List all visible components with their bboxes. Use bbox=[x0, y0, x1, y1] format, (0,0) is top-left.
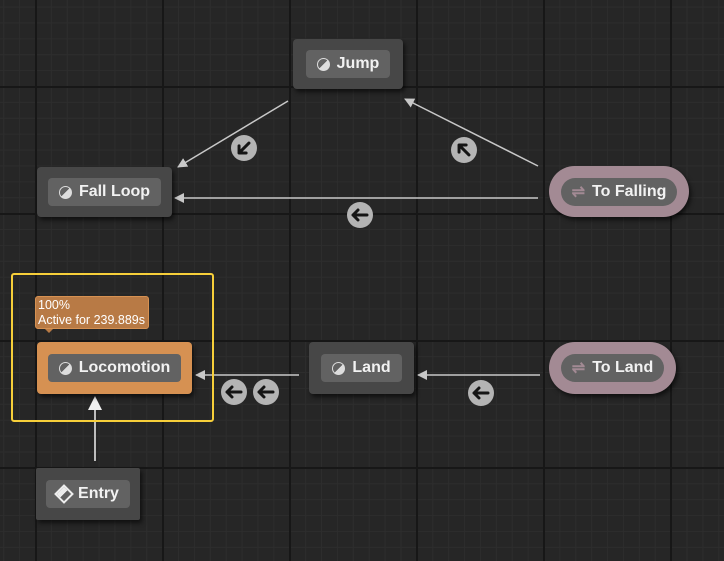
entry-node[interactable]: Entry bbox=[36, 468, 140, 520]
state-jump[interactable]: Jump bbox=[293, 39, 403, 89]
conduit-icon: ⇌ bbox=[571, 360, 586, 377]
state-label: Jump bbox=[336, 55, 380, 72]
state-label: Fall Loop bbox=[78, 183, 151, 200]
transition-rule-icon[interactable] bbox=[466, 378, 496, 408]
transition-jump-to-fallloop[interactable] bbox=[177, 100, 289, 168]
conduit-to-falling[interactable]: ⇌ To Falling bbox=[549, 166, 689, 217]
state-label: Land bbox=[352, 359, 391, 376]
state-label: Locomotion bbox=[78, 359, 171, 376]
state-locomotion[interactable]: Locomotion bbox=[37, 342, 192, 394]
tooltip-weight: 100% bbox=[38, 298, 70, 312]
selection-outline bbox=[11, 273, 214, 422]
active-state-tooltip: 100% Active for 239.889s bbox=[35, 296, 149, 333]
transition-rule-icon[interactable] bbox=[251, 377, 281, 407]
entry-label: Entry bbox=[78, 485, 119, 502]
state-icon bbox=[58, 185, 72, 199]
tooltip-active-time: Active for 239.889s bbox=[38, 313, 146, 327]
state-land[interactable]: Land bbox=[309, 342, 414, 394]
transition-rule-icon[interactable] bbox=[219, 377, 249, 407]
conduit-label: To Falling bbox=[592, 182, 667, 200]
entry-icon bbox=[54, 484, 74, 504]
conduit-to-land[interactable]: ⇌ To Land bbox=[549, 342, 676, 394]
state-icon bbox=[332, 361, 346, 375]
conduit-icon: ⇌ bbox=[571, 183, 586, 201]
transition-rule-icon[interactable] bbox=[345, 200, 375, 230]
state-icon bbox=[316, 57, 330, 71]
state-icon bbox=[58, 361, 72, 375]
transition-tofalling-to-jump[interactable] bbox=[404, 98, 539, 167]
conduit-label: To Land bbox=[592, 359, 654, 376]
state-fall-loop[interactable]: Fall Loop bbox=[37, 167, 172, 217]
transition-rule-icon[interactable] bbox=[444, 130, 484, 170]
